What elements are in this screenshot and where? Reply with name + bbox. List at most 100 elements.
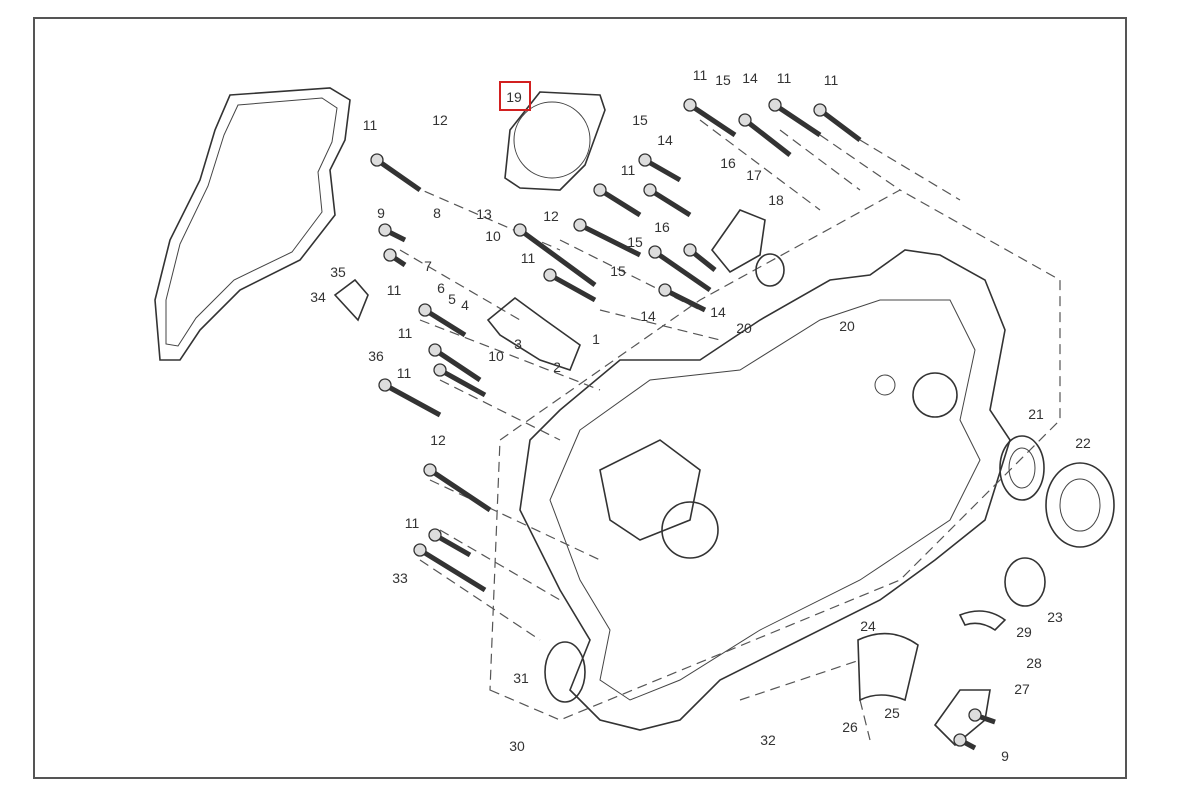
bolt-head xyxy=(658,283,672,297)
crankshaft-bore xyxy=(661,501,719,559)
bolt-head xyxy=(813,103,827,117)
bushing-24-25 xyxy=(857,632,919,702)
callout-14: 14 xyxy=(742,70,758,86)
callout-11: 11 xyxy=(398,325,413,341)
diagram-frame xyxy=(33,17,1127,779)
callout-2: 2 xyxy=(553,359,561,375)
callout-22: 22 xyxy=(1075,435,1091,451)
callout-3: 3 xyxy=(514,336,522,352)
oil-seal-21-inner xyxy=(1008,447,1036,489)
callout-8: 8 xyxy=(433,205,441,221)
bolt-shaft xyxy=(438,367,487,398)
callout-25: 25 xyxy=(884,705,900,721)
bolt-shaft xyxy=(548,272,597,303)
callout-16: 16 xyxy=(654,219,670,235)
callout-12: 12 xyxy=(543,208,559,224)
crankcase-gasket-34 xyxy=(154,87,351,361)
bolt-head xyxy=(423,463,437,477)
bolt-shaft xyxy=(653,249,712,293)
bolt-head xyxy=(378,223,392,237)
bolt-group xyxy=(370,98,996,751)
callout-11: 11 xyxy=(777,70,792,86)
bolt-shaft xyxy=(598,187,642,218)
callout-27: 27 xyxy=(1014,681,1030,697)
bolt-head xyxy=(543,268,557,282)
bracket-27 xyxy=(933,689,991,747)
bolt-head xyxy=(418,303,432,317)
o-ring-18 xyxy=(755,253,785,287)
bolt-head xyxy=(433,363,447,377)
bolt-head xyxy=(768,98,782,112)
oil-seal-21 xyxy=(999,435,1045,501)
callout-26: 26 xyxy=(842,719,858,735)
callout-11: 11 xyxy=(824,72,839,88)
highlight-box xyxy=(499,81,531,111)
crankcase-inner-wall xyxy=(549,299,981,701)
countershaft-bore xyxy=(912,372,958,418)
bolt-shaft xyxy=(663,287,707,313)
callout-28: 28 xyxy=(1026,655,1042,671)
callout-32: 32 xyxy=(760,732,776,748)
callout-29: 29 xyxy=(1016,624,1032,640)
oil-pump-3 xyxy=(486,296,581,371)
callout-9: 9 xyxy=(1001,748,1009,764)
callout-14: 14 xyxy=(640,308,656,324)
callout-5: 5 xyxy=(448,291,456,307)
callout-12: 12 xyxy=(432,112,448,128)
callout-10: 10 xyxy=(485,228,501,244)
callout-10: 10 xyxy=(488,348,504,364)
bolt-shaft xyxy=(648,187,692,218)
callout-21: 21 xyxy=(1028,406,1044,422)
callout-6: 6 xyxy=(437,280,445,296)
bolt-shaft xyxy=(578,222,642,258)
crankcase-30 xyxy=(519,249,1011,731)
bolt-head xyxy=(370,153,384,167)
callout-30: 30 xyxy=(509,738,525,754)
bolt-head xyxy=(638,153,652,167)
callout-18: 18 xyxy=(768,192,784,208)
callout-11: 11 xyxy=(363,117,378,133)
bolt-shaft xyxy=(428,467,492,513)
bearing-22-inner xyxy=(1059,478,1101,532)
cover-gasket-19 xyxy=(504,91,606,191)
bolt-head xyxy=(383,248,397,262)
callout-14: 14 xyxy=(657,132,673,148)
callout-23: 23 xyxy=(1047,609,1063,625)
bolt-shaft xyxy=(423,307,467,338)
bearing-23 xyxy=(1004,557,1046,607)
callout-12: 12 xyxy=(430,432,446,448)
bolt-head xyxy=(648,245,662,259)
callout-11: 11 xyxy=(693,67,708,83)
bolt-head xyxy=(378,378,392,392)
callout-19: 19 xyxy=(506,89,522,105)
callout-7: 7 xyxy=(424,258,432,274)
bolt-head xyxy=(738,113,752,127)
callout-14: 14 xyxy=(710,304,726,320)
bolt-head xyxy=(413,543,427,557)
callout-15: 15 xyxy=(632,112,648,128)
cam-plate-35 xyxy=(333,278,369,322)
tensioner-17 xyxy=(710,209,766,274)
callout-35: 35 xyxy=(330,264,346,280)
thrust-plate-29 xyxy=(958,610,1007,632)
callout-20: 20 xyxy=(736,320,752,336)
bolt-head xyxy=(683,243,697,257)
callout-11: 11 xyxy=(387,282,402,298)
bolt-shaft xyxy=(688,102,737,138)
bolt-shaft xyxy=(773,102,822,138)
callout-33: 33 xyxy=(392,570,408,586)
callout-15: 15 xyxy=(627,234,643,250)
seal-31 xyxy=(544,641,586,703)
bolt-shaft xyxy=(518,227,597,288)
bolt-shaft xyxy=(818,108,862,142)
cylinder-mount xyxy=(599,439,701,541)
callout-20: 20 xyxy=(839,318,855,334)
callout-11: 11 xyxy=(521,250,536,266)
callout-15: 15 xyxy=(610,263,626,279)
callout-15: 15 xyxy=(715,72,731,88)
callout-24: 24 xyxy=(860,618,876,634)
bolt-head xyxy=(643,183,657,197)
bolt-head xyxy=(968,708,982,722)
